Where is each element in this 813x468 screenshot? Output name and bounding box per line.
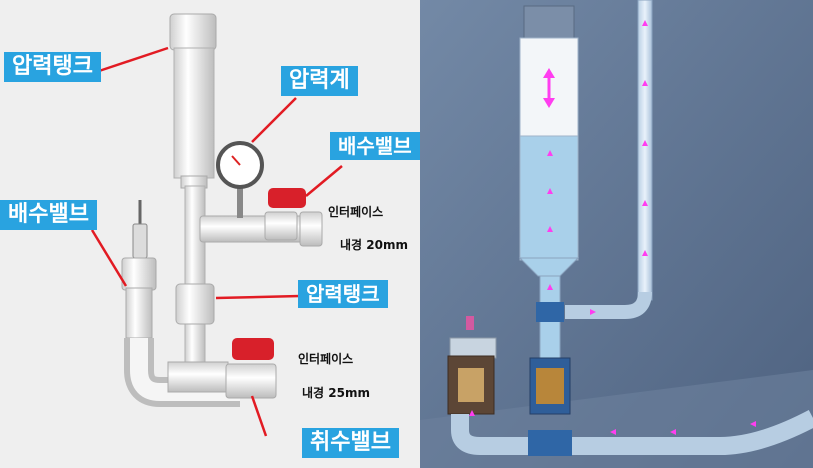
- label-pressure-tank-mid: 압력탱크: [298, 280, 388, 308]
- lower-valve-handle-icon: [232, 338, 274, 360]
- label-drain-valve-left: 배수밸브: [0, 200, 97, 230]
- flow-animation-panel: [420, 0, 813, 468]
- tank-cap: [524, 6, 574, 38]
- pressure-tank-body: [174, 48, 214, 178]
- left-drain-valve-body: [122, 258, 156, 290]
- note-interface-upper: 인터페이스: [328, 203, 383, 220]
- flow-diagram: [420, 0, 813, 468]
- pressure-tank-union: [176, 284, 214, 324]
- upper-valve-handle-icon: [268, 188, 306, 208]
- note-inner-diameter-lower: 내경 25mm: [302, 384, 370, 401]
- label-intake-valve: 취수밸브: [302, 428, 399, 458]
- product-photo-panel: 압력탱크 압력계 배수밸브 배수밸브 압력탱크 취수밸브 인터페이스 내경 20…: [0, 0, 420, 468]
- note-interface-lower: 인터페이스: [298, 350, 353, 367]
- label-drain-valve-right: 배수밸브: [330, 132, 420, 160]
- note-inner-diameter-upper: 내경 20mm: [340, 236, 408, 253]
- pressure-tank-upper: [170, 14, 216, 50]
- label-pressure-tank-top: 압력탱크: [4, 52, 101, 82]
- label-pressure-gauge: 압력계: [281, 66, 358, 96]
